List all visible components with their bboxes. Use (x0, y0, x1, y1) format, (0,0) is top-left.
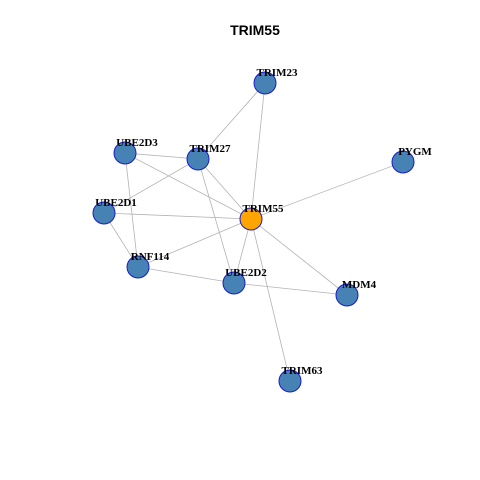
edge-trim55-trim63 (250, 218, 291, 382)
edge-trim55-ube2d1 (103, 212, 252, 220)
node-ube2d1[interactable]: UBE2D1 (92, 197, 137, 225)
edge-trim55-trim27 (197, 158, 252, 220)
diagram-title: TRIM55 (230, 22, 280, 38)
node-circle[interactable] (239, 207, 263, 231)
node-circle[interactable] (391, 150, 415, 174)
edge-trim27-ube2d1 (103, 158, 199, 214)
node-label: TRIM23 (257, 67, 298, 79)
node-pygm[interactable]: PYGM (391, 146, 432, 174)
edge-trim27-ube2d2 (197, 158, 235, 284)
node-label: PYGM (398, 146, 432, 158)
edge-trim55-ube2d3 (124, 152, 252, 220)
node-label: TRIM27 (190, 143, 231, 155)
node-circle[interactable] (92, 201, 116, 225)
node-trim63[interactable]: TRIM63 (278, 365, 323, 393)
node-mdm4[interactable]: MDM4 (335, 279, 377, 307)
node-trim55[interactable]: TRIM55 (239, 203, 284, 231)
node-label: RNF114 (131, 251, 170, 263)
node-label: TRIM55 (243, 203, 284, 215)
node-circle[interactable] (278, 369, 302, 393)
node-label: UBE2D1 (95, 197, 137, 209)
node-circle[interactable] (113, 141, 137, 165)
node-label: UBE2D3 (116, 137, 158, 149)
edge-ube2d2-mdm4 (233, 282, 348, 296)
edge-ube2d3-trim27 (124, 152, 199, 160)
node-circle[interactable] (186, 147, 210, 171)
edge-trim55-pygm (250, 161, 404, 220)
edge-trim23-trim27 (197, 82, 266, 160)
edge-layer (103, 82, 404, 382)
node-label: MDM4 (342, 279, 377, 291)
node-circle[interactable] (126, 255, 150, 279)
edge-trim55-mdm4 (250, 218, 348, 296)
node-trim23[interactable]: TRIM23 (253, 67, 298, 95)
node-circle[interactable] (253, 71, 277, 95)
edge-rnf114-ube2d2 (137, 266, 235, 284)
node-label: TRIM63 (282, 365, 323, 377)
node-label: UBE2D2 (225, 267, 267, 279)
edge-ube2d3-rnf114 (124, 152, 139, 268)
edge-trim55-trim23 (250, 82, 266, 220)
node-circle[interactable] (222, 271, 246, 295)
edge-trim55-rnf114 (137, 218, 252, 268)
node-trim27[interactable]: TRIM27 (186, 143, 231, 171)
node-ube2d3[interactable]: UBE2D3 (113, 137, 158, 165)
node-rnf114[interactable]: RNF114 (126, 251, 170, 279)
node-ube2d2[interactable]: UBE2D2 (222, 267, 267, 295)
node-circle[interactable] (335, 283, 359, 307)
